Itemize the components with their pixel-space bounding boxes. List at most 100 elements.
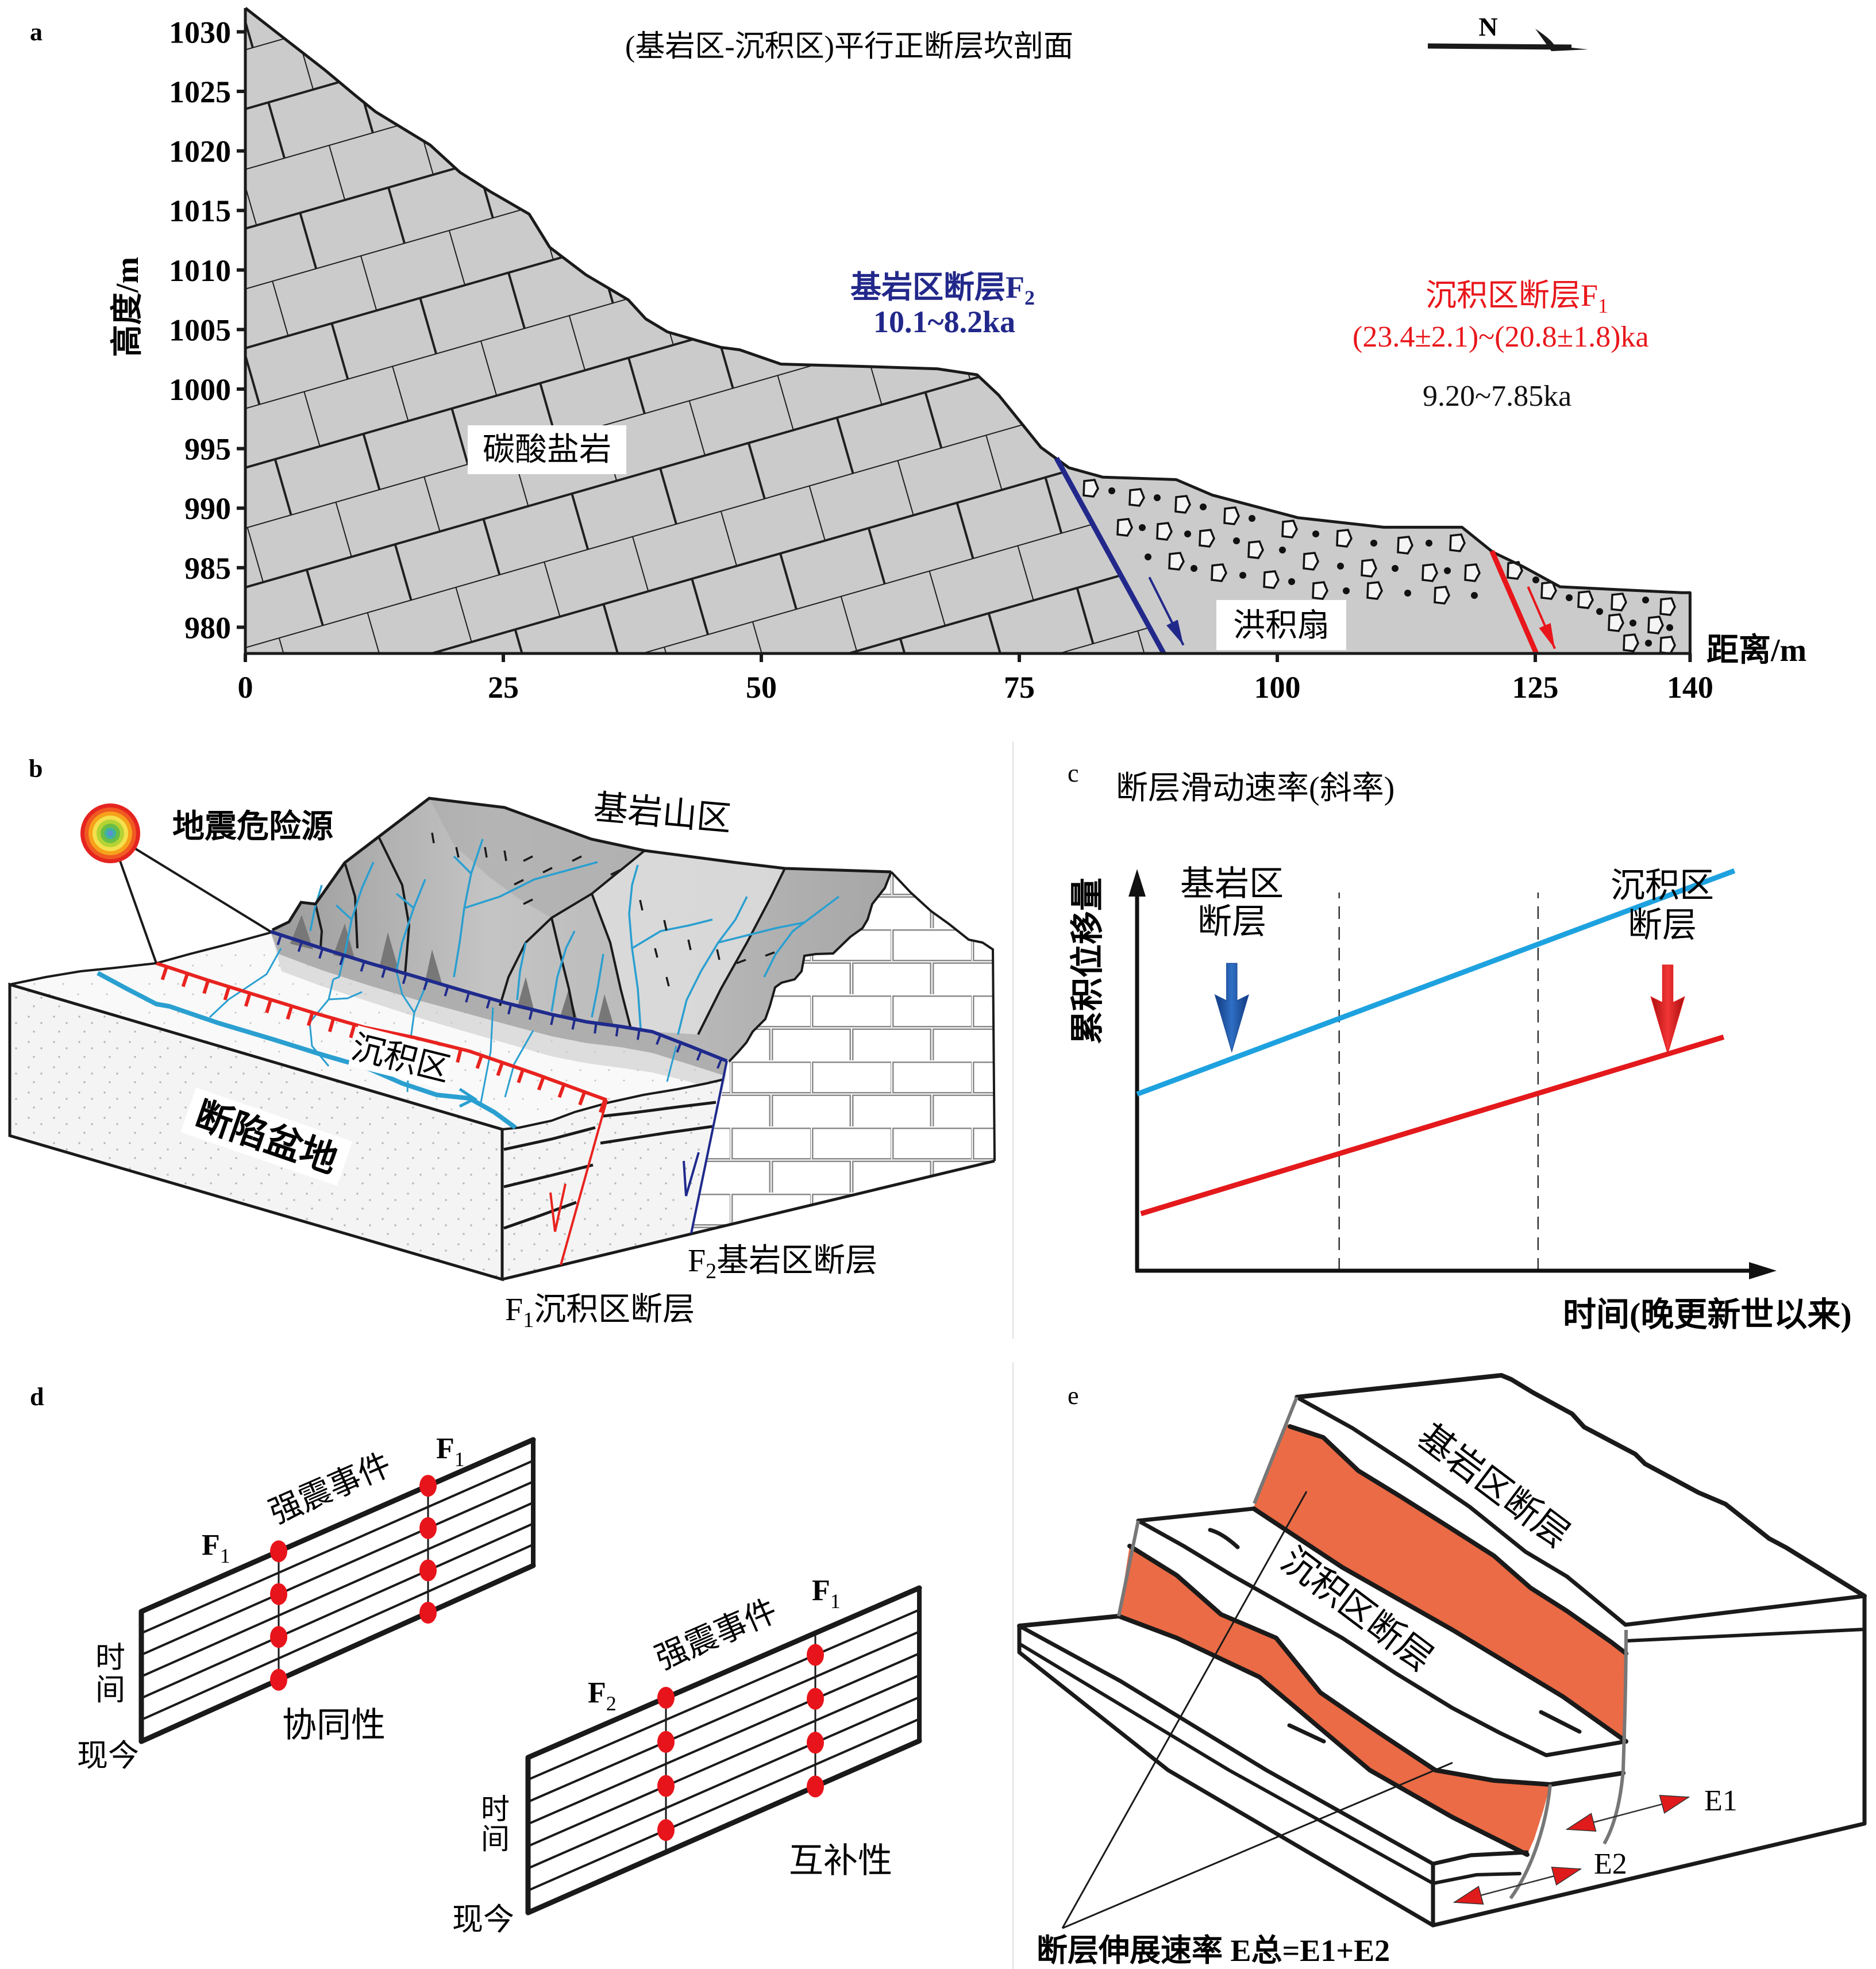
fault-letter: F bbox=[812, 1574, 830, 1607]
series-line-sediment-fault bbox=[1140, 1035, 1725, 1217]
sediment-fault-f1-label-text: 沉积区断层F bbox=[1426, 278, 1598, 313]
sediment-fault-f1-line bbox=[1489, 550, 1539, 655]
fault-subscript: 1 bbox=[220, 1544, 230, 1567]
sediment-fault-scarp bbox=[1119, 1546, 1550, 1855]
gravel-dot bbox=[1184, 530, 1191, 537]
gravel-clast-icon bbox=[1336, 529, 1353, 548]
gravel-dot bbox=[1444, 567, 1451, 574]
basin-side-face bbox=[502, 1061, 727, 1279]
north-arrow-head-icon bbox=[1535, 29, 1588, 51]
y-tick-label: 980 bbox=[184, 610, 231, 645]
earthquake-event-dot bbox=[270, 1540, 287, 1563]
gravel-dot bbox=[1233, 537, 1240, 544]
panel-b: b bbox=[8, 755, 996, 1332]
x-tick-label: 140 bbox=[1667, 670, 1713, 705]
fault-tick bbox=[223, 986, 231, 1001]
gravel-clast-icon bbox=[1223, 506, 1240, 525]
f1-fault-plane-trace bbox=[560, 1099, 608, 1266]
panel-letter-e: e bbox=[1068, 1382, 1079, 1410]
lower-block-front-face bbox=[1019, 1626, 1433, 1925]
earthquake-event-dot bbox=[807, 1644, 824, 1666]
f1-caption-text: 沉积区断层 bbox=[534, 1292, 695, 1328]
sediment-fault-arrow-icon bbox=[1650, 964, 1685, 1055]
gravel-clast-icon bbox=[1659, 597, 1676, 616]
fault-tick bbox=[496, 1062, 504, 1076]
fault-traces bbox=[1117, 1396, 1628, 1899]
bedrock-fault-tick-marks bbox=[276, 934, 723, 1069]
time-layer-line bbox=[140, 1501, 534, 1678]
fault-tick bbox=[318, 948, 324, 959]
gravel-dot bbox=[1279, 547, 1286, 553]
gravel-clast-icon bbox=[1397, 536, 1413, 555]
fault-tick bbox=[696, 1050, 703, 1061]
x-tick-label: 0 bbox=[238, 670, 253, 705]
fault-tick bbox=[557, 1083, 566, 1098]
gravel-clast-icon bbox=[1659, 636, 1676, 655]
source-leader-line bbox=[109, 832, 272, 933]
gravel-dot bbox=[1337, 563, 1344, 570]
e1-label: E1 bbox=[1704, 1785, 1738, 1817]
x-tick-label: 125 bbox=[1512, 670, 1559, 705]
fault-tick bbox=[244, 993, 252, 1007]
fault-tick bbox=[716, 1058, 723, 1069]
fault-subscript: 1 bbox=[454, 1448, 465, 1471]
time-layer-line bbox=[527, 1718, 920, 1892]
extension-rate-leader-line bbox=[1062, 1762, 1453, 1929]
f1-caption: F1沉积区断层 bbox=[505, 1292, 695, 1332]
f1-slip-sense-icon bbox=[549, 1183, 567, 1232]
earthquake-event-dot bbox=[657, 1775, 675, 1797]
fault-tick bbox=[598, 1098, 607, 1113]
seismic-source-label: 地震危险源 bbox=[172, 809, 333, 845]
panel-letter-d: d bbox=[30, 1383, 44, 1411]
gravel-dot bbox=[1666, 624, 1673, 631]
bedrock-fault-f2-subscript: 2 bbox=[1024, 286, 1035, 309]
gravel-clast-icon bbox=[1422, 563, 1438, 582]
f2-caption-subscript: 2 bbox=[706, 1259, 716, 1283]
carbonate-label: 碳酸盐岩 bbox=[483, 432, 611, 468]
bedrock-scarp-base-line bbox=[1251, 1506, 1628, 1744]
e2-label: E2 bbox=[1594, 1848, 1627, 1880]
time-layer-line bbox=[525, 1585, 922, 1760]
fault-tick bbox=[423, 979, 429, 990]
event-timeline-diagrams bbox=[138, 1437, 922, 1916]
e2-extension-arrow-tail-icon bbox=[1453, 1886, 1484, 1905]
y-tick-label: 1000 bbox=[169, 372, 231, 407]
fault-tick bbox=[181, 972, 189, 987]
gravel-clast-icon bbox=[1174, 495, 1191, 514]
fault-tick bbox=[306, 1012, 314, 1026]
time-layer-line bbox=[525, 1738, 922, 1916]
series-line-bedrock-fault bbox=[1136, 868, 1736, 1097]
fault-tick bbox=[381, 967, 387, 978]
surface-back-edge bbox=[9, 930, 275, 986]
panel-d: d F1 F1 强震事件 时 间 现今 协同性 F2 F1 强震事件 时 间 现… bbox=[30, 1383, 922, 1937]
gravel-clast-icon bbox=[1247, 540, 1264, 559]
gravel-clast-icon bbox=[1128, 488, 1145, 507]
y-tick-label: 985 bbox=[184, 551, 231, 586]
fault-tick bbox=[486, 998, 491, 1009]
sediment-fault-annotation-line2: 断层 bbox=[1628, 906, 1697, 944]
x-axis-label: 距离/m bbox=[1706, 633, 1806, 668]
d1-left-fault-label: F1 bbox=[202, 1529, 230, 1567]
fault-tick bbox=[676, 1042, 682, 1053]
sediment-fault-plane-trace bbox=[1509, 1784, 1552, 1899]
y-tick-label: 1010 bbox=[169, 253, 231, 288]
panel-a: a (基岩区-沉积区)平行正断层坎剖面 N 980985990995100010… bbox=[30, 7, 1806, 705]
complementary-timeline-diagram bbox=[525, 1585, 922, 1916]
gravel-dot bbox=[1630, 620, 1636, 626]
middle-block-back-edge bbox=[1136, 1506, 1256, 1523]
gravel-clast-icon bbox=[1156, 522, 1173, 541]
gravel-clast-icon bbox=[1361, 559, 1377, 578]
lower-block-front-top-edge bbox=[1017, 1624, 1529, 1866]
time-layer-line bbox=[140, 1480, 534, 1656]
fault-tick bbox=[339, 955, 345, 966]
fault-tick bbox=[475, 1055, 484, 1070]
gravel-clast-icon bbox=[1168, 552, 1185, 571]
block-bottom-edge bbox=[502, 1159, 995, 1281]
time-layer-line bbox=[138, 1437, 536, 1614]
profile-plot-area: 9809859909951000100510101015102010251030… bbox=[169, 7, 1713, 705]
alluvial-fan-unit bbox=[1056, 458, 1690, 653]
time-layer-line bbox=[140, 1522, 534, 1699]
gravel-clast-icon bbox=[1577, 590, 1594, 609]
gravel-clast-icon bbox=[1611, 593, 1627, 612]
gravel-dot bbox=[1249, 515, 1255, 522]
